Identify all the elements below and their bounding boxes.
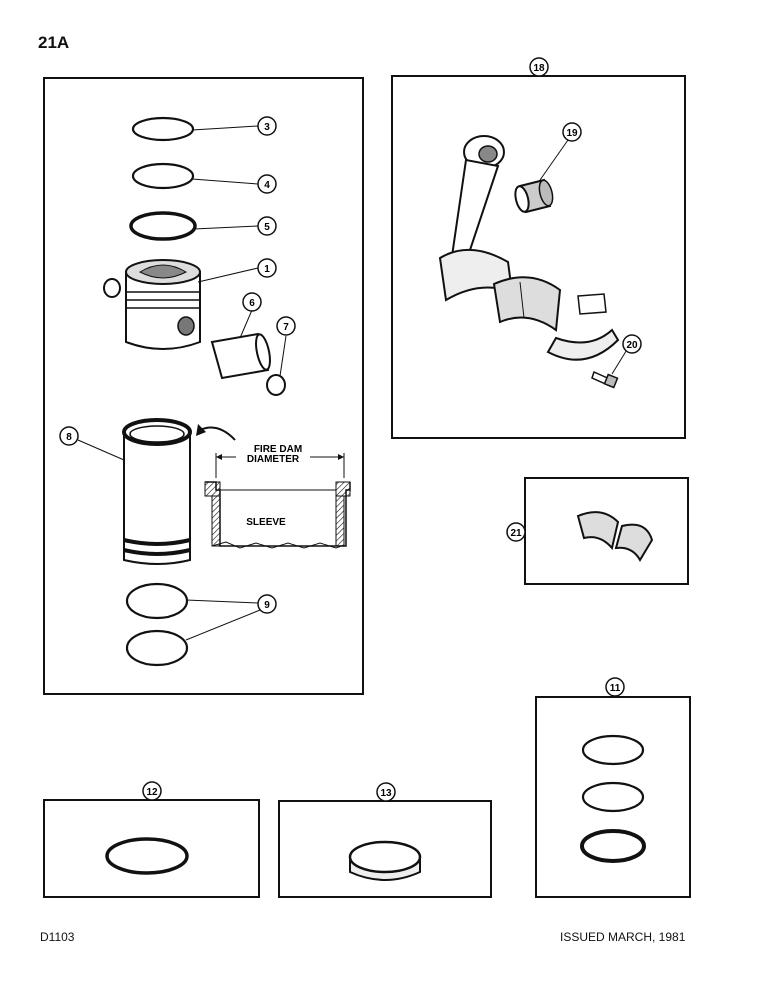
callout-8: 8 [59,426,79,446]
piston-sleeve-panel [43,77,364,695]
piston-ring-3 [131,116,259,142]
callout-5: 5 [257,216,277,236]
callout-4: 4 [257,174,277,194]
ring-panel-12 [43,799,260,898]
sleeve-label: SLEEVE [246,517,286,528]
drawing-code: D1103 [40,930,75,944]
cylinder-sleeve [77,418,192,565]
callout-13: 13 [376,782,396,802]
svg-text:13: 13 [380,788,392,799]
svg-text:19: 19 [566,128,578,139]
svg-text:21: 21 [510,528,522,539]
callout-11: 11 [605,677,625,697]
ring-set-panel [535,696,691,898]
piston-pin-bushing [514,139,569,214]
piston-ring-5 [129,211,259,241]
detail-arrow [199,426,236,441]
callout-18: 18 [529,57,549,77]
connecting-rod-panel [391,75,686,439]
callout-9: 9 [257,594,277,614]
sleeve-section-detail [204,453,351,549]
piston-ring-4 [131,162,259,190]
callout-6: 6 [242,292,262,312]
svg-text:12: 12 [146,787,158,798]
svg-text:1: 1 [264,264,270,275]
diameter-label: DIAMETER [247,454,300,465]
svg-text:3: 3 [264,122,270,133]
callout-1: 1 [257,258,277,278]
callout-20: 20 [622,334,642,354]
piston-pin [210,309,271,380]
connecting-rod [438,135,514,302]
svg-text:4: 4 [264,180,270,191]
callout-19: 19 [562,122,582,142]
piston [125,259,259,350]
rod-bolt [591,347,629,389]
svg-text:20: 20 [626,340,638,351]
issue-date-note: ISSUED MARCH, 1981 [560,930,686,944]
rod-bearing-shell [492,276,562,332]
svg-text:11: 11 [610,683,621,694]
sleeve-o-rings [125,582,261,667]
ring-12 [105,837,189,875]
rod-cap [546,293,620,361]
snap-ring [266,335,287,396]
ring-set [580,734,646,863]
svg-text:7: 7 [283,322,289,333]
main-bearing-shells [576,511,654,562]
page-number: 21A [38,33,70,52]
svg-text:9: 9 [264,600,270,611]
svg-text:5: 5 [264,222,270,233]
svg-text:18: 18 [533,63,545,74]
fire-dam-label: FIRE DAM [254,444,302,455]
callout-3: 3 [257,116,277,136]
sleeve-ring-13 [348,840,422,881]
callout-12: 12 [142,781,162,801]
callout-7: 7 [276,316,296,336]
svg-text:6: 6 [249,298,255,309]
callout-21: 21 [506,522,526,542]
piston-pin-retainer [103,278,121,298]
svg-text:8: 8 [66,432,72,443]
